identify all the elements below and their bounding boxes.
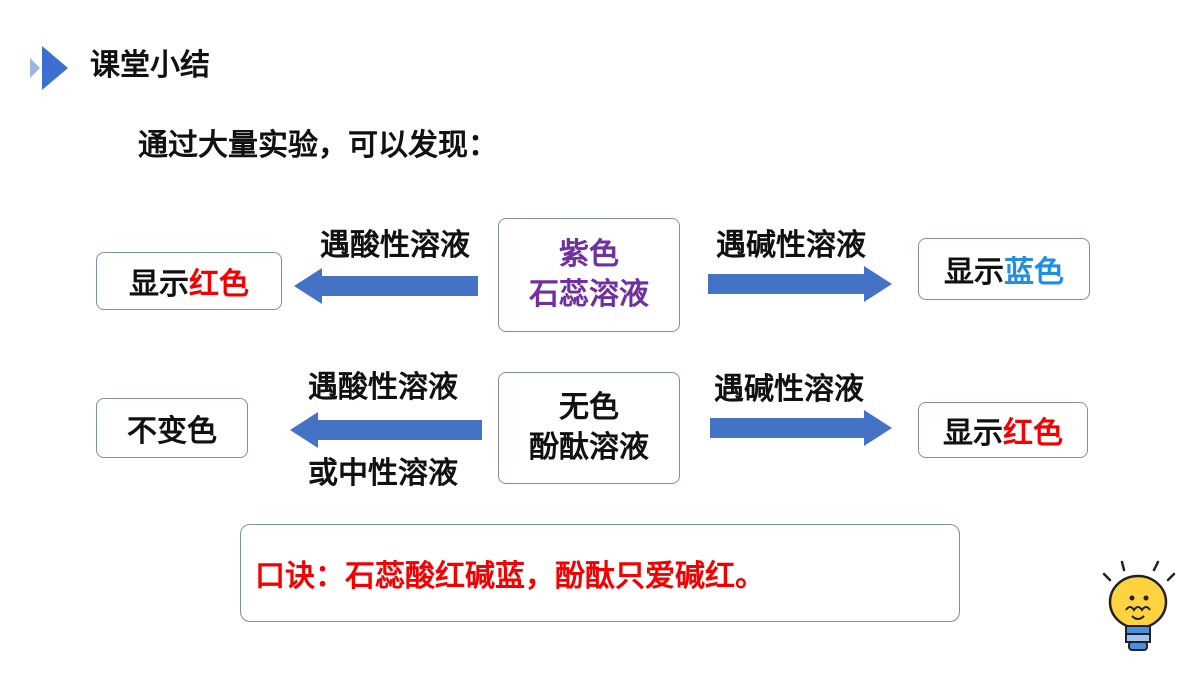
phenol-base-result-color: 红色 [1003, 416, 1063, 451]
litmus-indicator-line2: 石蕊溶液 [529, 277, 649, 312]
intro-text: 通过大量实验，可以发现： [138, 128, 498, 163]
litmus-indicator-box: 紫色 石蕊溶液 [498, 218, 680, 332]
page-title: 课堂小结 [90, 48, 210, 83]
lightbulb-icon [1102, 560, 1176, 651]
phenol-base-result-box: 显示红色 [918, 402, 1088, 458]
litmus-indicator-line1: 紫色 [559, 237, 619, 272]
phenol-acid-result: 不变色 [127, 414, 217, 449]
title-marker-icon [30, 46, 68, 90]
litmus-base-result-color: 蓝色 [1004, 255, 1064, 290]
phenol-right-arrow-icon [710, 410, 892, 446]
phenol-neutral-label: 或中性溶液 [308, 456, 458, 491]
motto-box: 口诀：石蕊酸红碱蓝，酚酞只爱碱红。 [240, 524, 960, 622]
litmus-acid-result-box: 显示红色 [96, 252, 282, 310]
litmus-acid-result-prefix: 显示 [129, 267, 189, 302]
motto-text: 口诀：石蕊酸红碱蓝，酚酞只爱碱红。 [255, 559, 765, 594]
phenol-acid-result-box: 不变色 [96, 398, 248, 458]
phenol-left-arrow-icon [290, 412, 482, 448]
litmus-acid-result-color: 红色 [189, 267, 249, 302]
litmus-left-arrow-icon [294, 268, 478, 304]
phenol-indicator-box: 无色 酚酞溶液 [498, 372, 680, 484]
litmus-base-result-box: 显示蓝色 [918, 238, 1090, 300]
phenol-base-result-prefix: 显示 [943, 416, 1003, 451]
litmus-base-label: 遇碱性溶液 [716, 228, 866, 263]
phenol-indicator-line1: 无色 [559, 390, 619, 425]
litmus-acid-label: 遇酸性溶液 [320, 228, 470, 263]
litmus-base-result-prefix: 显示 [944, 255, 1004, 290]
phenol-base-label: 遇碱性溶液 [714, 372, 864, 407]
phenol-indicator-line2: 酚酞溶液 [529, 430, 649, 465]
phenol-acid-label: 遇酸性溶液 [308, 370, 458, 405]
litmus-right-arrow-icon [708, 266, 892, 302]
